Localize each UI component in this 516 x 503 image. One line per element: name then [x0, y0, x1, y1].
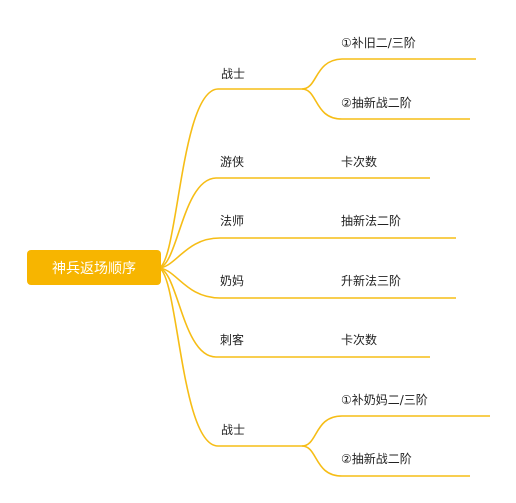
child-label-assassin-1[interactable]: 卡次数 [341, 332, 377, 347]
connector-warrior-1-child-2 [301, 88, 470, 120]
child-label-warrior-2-1[interactable]: ①补奶妈二/三阶 [341, 393, 428, 407]
connector-warrior-2-child-1 [301, 415, 490, 447]
root-node-label: 神兵返场顺序 [52, 261, 136, 277]
warrior-2-sub-connectors [301, 415, 490, 477]
branch-label-healer[interactable]: 奶妈 [220, 274, 244, 288]
child-labels: ①补旧二/三阶 ②抽新战二阶 卡次数 抽新法二阶 升新法三阶 卡次数 ①补奶妈二… [341, 36, 428, 466]
branch-labels: 战士 游侠 法师 奶妈 刺客 战士 [220, 67, 245, 437]
connector-warrior-1-child-1 [301, 58, 476, 90]
connector-warrior-2-child-2 [301, 445, 470, 477]
child-label-warrior-1-2[interactable]: ②抽新战二阶 [341, 95, 412, 110]
root-node-box [27, 250, 161, 285]
root-node[interactable]: 神兵返场顺序 [27, 250, 161, 285]
connector-root-to-warrior-1 [157, 88, 302, 269]
connector-root-to-mage [157, 237, 456, 269]
connector-root-to-ranger [157, 177, 430, 269]
connector-root-to-warrior-2 [157, 267, 302, 447]
child-label-healer-1[interactable]: 升新法三阶 [341, 273, 401, 288]
child-label-mage-1[interactable]: 抽新法二阶 [341, 213, 401, 228]
branch-label-ranger[interactable]: 游侠 [220, 155, 244, 169]
warrior-1-sub-connectors [301, 58, 476, 120]
child-label-warrior-1-1[interactable]: ①补旧二/三阶 [341, 36, 416, 50]
branch-label-warrior-1[interactable]: 战士 [221, 67, 245, 81]
child-label-ranger-1[interactable]: 卡次数 [341, 154, 377, 169]
branch-label-mage[interactable]: 法师 [220, 214, 244, 228]
root-connectors [157, 88, 456, 447]
branch-label-warrior-2[interactable]: 战士 [221, 423, 245, 437]
branch-label-assassin[interactable]: 刺客 [220, 332, 244, 347]
connector-root-to-assassin [157, 267, 430, 358]
child-label-warrior-2-2[interactable]: ②抽新战二阶 [341, 451, 412, 466]
connector-root-to-healer [157, 267, 456, 299]
